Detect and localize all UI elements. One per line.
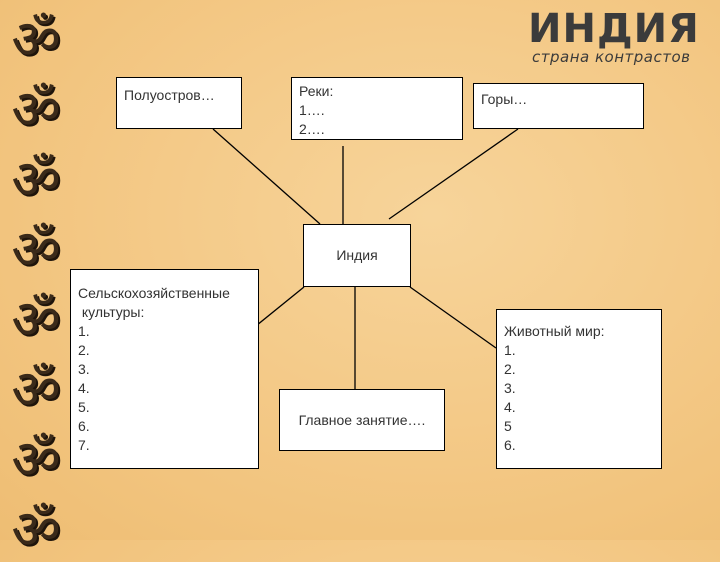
- occupation-box: Главное занятие….: [279, 389, 445, 451]
- om-icon: ॐ: [11, 288, 61, 351]
- text-line: Сельскохозяйственные: [78, 285, 230, 301]
- fauna-lines: Животный мир: 1. 2. 3. 4. 5 6.: [504, 322, 661, 455]
- text-line: 4.: [78, 380, 90, 396]
- peninsula-box: Полуостров…: [116, 77, 242, 129]
- text-line: Животный мир:: [504, 323, 605, 339]
- occupation-label: Главное занятие….: [298, 411, 426, 428]
- om-icon: ॐ: [11, 428, 61, 491]
- text-line: 3.: [504, 380, 516, 396]
- connector-fauna: [409, 286, 497, 349]
- fauna-box: Животный мир: 1. 2. 3. 4. 5 6.: [496, 309, 662, 469]
- crops-lines: Сельскохозяйственные культуры: 1. 2. 3. 4. 5.…: [78, 284, 258, 455]
- om-icon: ॐ: [11, 218, 61, 281]
- text-line: 1.: [504, 342, 516, 358]
- text-line: 1….: [299, 102, 325, 118]
- text-line: 3.: [78, 361, 90, 377]
- om-icon: ॐ: [11, 148, 61, 211]
- text-line: 2.: [78, 342, 90, 358]
- text-line: 1.: [78, 323, 90, 339]
- text-line: Реки:: [299, 83, 334, 99]
- rivers-box: Реки: 1…. 2….: [291, 77, 463, 140]
- rivers-lines: Реки: 1…. 2….: [299, 82, 462, 139]
- om-icon: ॐ: [11, 358, 61, 421]
- text-line: 6.: [504, 437, 516, 453]
- mountains-lines: Горы…: [481, 90, 643, 109]
- center-label: Индия: [336, 247, 378, 263]
- text-line: Полуостров…: [124, 87, 215, 103]
- text-line: культуры:: [78, 304, 145, 320]
- crops-box: Сельскохозяйственные культуры: 1. 2. 3. 4. 5.…: [70, 269, 259, 469]
- peninsula-lines: Полуостров…: [124, 86, 241, 105]
- text-line: 5: [504, 418, 512, 434]
- brand-subtitle: страна контрастов: [532, 48, 691, 66]
- text-line: 7.: [78, 437, 90, 453]
- text-line: 4.: [504, 399, 516, 415]
- center-box: Индия: [303, 224, 411, 287]
- text-line: 2….: [299, 121, 325, 137]
- connector-peninsula: [212, 128, 321, 225]
- brand-title: ИНДИЯ: [528, 6, 700, 52]
- text-line: 6.: [78, 418, 90, 434]
- brand-logo: ИНДИЯ страна контрастов: [528, 6, 718, 76]
- om-icon: ॐ: [11, 8, 61, 71]
- connector-mountains: [388, 128, 519, 220]
- text-line: 5.: [78, 399, 90, 415]
- om-icon: ॐ: [11, 78, 61, 141]
- text-line: 2.: [504, 361, 516, 377]
- mountains-box: Горы…: [473, 83, 644, 129]
- text-line: Горы…: [481, 91, 528, 107]
